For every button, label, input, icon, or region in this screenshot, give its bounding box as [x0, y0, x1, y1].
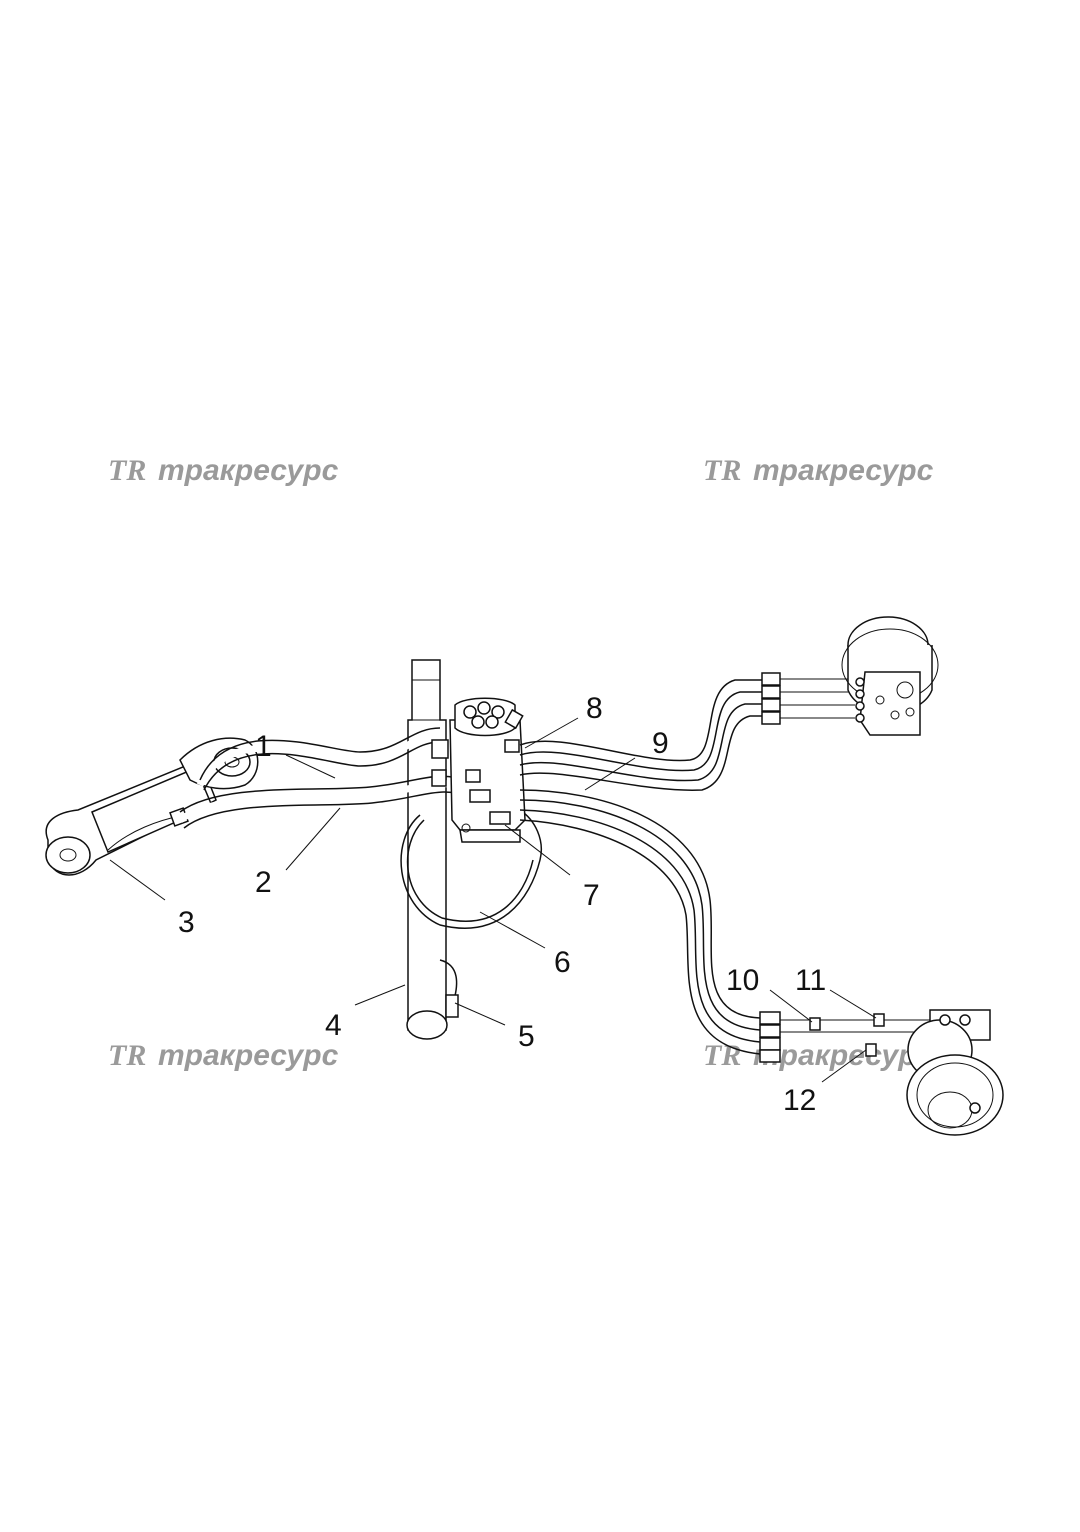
watermark-bottom-right: TR тракресурс [703, 1039, 934, 1072]
leader-lines [109, 717, 877, 1083]
callout-7: 7 [583, 879, 600, 912]
watermark-text: тракресурс [158, 1039, 339, 1072]
watermark-logo: TR [703, 454, 741, 487]
watermark-logo: TR [703, 1039, 741, 1072]
hose-bundle-upper-right [519, 672, 855, 791]
hose-1 [196, 727, 441, 791]
callout-10: 10 [726, 964, 759, 997]
watermark-logo: TR [108, 1039, 146, 1072]
watermark-text: тракресурс [158, 454, 339, 487]
watermark-top-left: TR тракресурс [108, 454, 339, 487]
steering-cylinder [45, 737, 259, 876]
travel-motor-lower [906, 1009, 1004, 1136]
callout-12: 12 [783, 1084, 816, 1117]
steering-valve [431, 697, 526, 843]
callout-11: 11 [795, 964, 826, 997]
hose-5 [406, 959, 459, 1040]
watermark-top-right: TR тракресурс [703, 454, 934, 487]
watermark-text: тракресурс [753, 454, 934, 487]
hose-bundle-lower-right [519, 789, 935, 1063]
vertical-column [407, 659, 447, 1031]
callout-4: 4 [325, 1009, 342, 1042]
callout-8: 8 [586, 692, 603, 725]
watermark-bottom-left: TR тракресурс [108, 1039, 339, 1072]
callout-2: 2 [255, 866, 272, 899]
travel-motor-upper [841, 616, 939, 736]
callout-5: 5 [518, 1020, 535, 1053]
callout-3: 3 [178, 906, 195, 939]
watermark-logo: TR [108, 454, 146, 487]
callouts: 1 2 3 4 5 6 7 8 9 10 11 12 [178, 692, 826, 1117]
callout-1: 1 [255, 730, 272, 763]
hose-6-loop [400, 809, 542, 929]
callout-9: 9 [652, 727, 669, 760]
callout-6: 6 [554, 946, 571, 979]
